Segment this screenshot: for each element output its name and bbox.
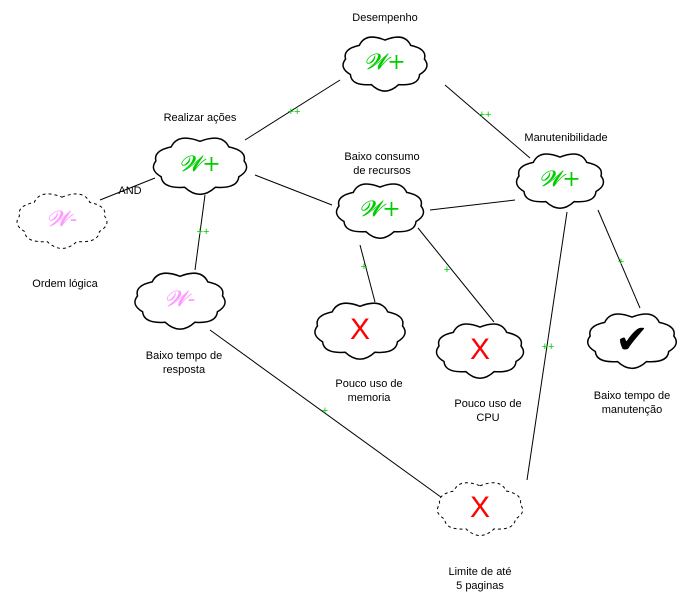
softgoal-label-line: Baixo tempo de [594, 390, 670, 402]
link-layer: ++++AND++++++++ [99, 79, 641, 501]
softgoal-label-line: manutenção [602, 404, 663, 416]
softgoal-cloud [436, 482, 524, 536]
weakly-satisfied-mark: 𝓦+ [179, 152, 221, 177]
checkmark-icon: ✔ [615, 317, 649, 363]
softgoal-memoria: X Pouco uso de memoria [314, 302, 406, 404]
link-realizar-to-recursos [254, 174, 333, 206]
link-cpu-to-recursos [417, 227, 495, 323]
denied-x-icon: X [350, 313, 370, 346]
softgoal-cloud [314, 302, 406, 360]
weakly-satisfied-mark: 𝓦+ [539, 167, 581, 192]
softgoal-label-line: Pouco uso de [335, 378, 402, 390]
softgoal-cloud [16, 193, 108, 249]
link-tempo-to-realizar [194, 194, 206, 271]
softgoal-label-line: memoria [348, 392, 392, 404]
softgoal-realizar: 𝓦+ Realizar ações [152, 112, 248, 196]
softgoal-desempenho: 𝓦+ Desempenho [342, 12, 428, 92]
softgoal-label: Ordem lógica [32, 278, 98, 290]
softgoal-label-line: Pouco uso de [454, 398, 521, 410]
link-tempo-to-limite [209, 329, 446, 501]
softgoal-label: Desempenho [352, 12, 417, 24]
softgoal-label-line: Baixo consumo [344, 151, 419, 163]
softgoal-manutencao: ✔ Baixo tempo de manutenção [586, 313, 678, 416]
contribution-label: ++ [288, 106, 301, 118]
weakly-denied-mark: 𝓦- [47, 207, 78, 232]
contribution-label: ++ [479, 109, 492, 121]
and-decomposition-label: AND [118, 185, 141, 197]
softgoal-label-line: 5 paginas [456, 580, 504, 592]
contribution-label: + [444, 264, 450, 276]
denied-x-icon: X [470, 491, 490, 524]
contribution-label: ++ [197, 226, 210, 238]
contribution-label: + [618, 256, 624, 268]
contribution-label: + [361, 261, 367, 273]
link-realizar-to-desempenho [244, 79, 341, 141]
weakly-satisfied-mark: 𝓦+ [364, 50, 406, 75]
softgoal-ordem: 𝓦- Ordem lógica [16, 193, 108, 290]
denied-x-icon: X [470, 333, 490, 366]
contribution-label: + [322, 405, 328, 417]
weakly-satisfied-mark: 𝓦+ [359, 197, 401, 222]
contribution-label: ++ [542, 341, 555, 353]
softgoal-label-line: resposta [163, 364, 206, 376]
softgoal-limite: X Limite de até 5 paginas [436, 482, 524, 592]
softgoal-cloud [435, 323, 525, 379]
softgoal-cpu: X Pouco uso de CPU [435, 323, 525, 424]
link-limite-to-manut [526, 211, 568, 481]
link-ordem-to-realizar [99, 177, 156, 201]
link-recursos-to-manut [429, 199, 516, 211]
softgoal-manut: 𝓦+ Manutenibilidade [515, 132, 608, 209]
softgoal-cloud [134, 272, 226, 330]
link-memoria-to-recursos [359, 244, 376, 303]
softgoal-label: Manutenibilidade [524, 132, 607, 144]
softgoal-cloud [515, 153, 605, 209]
softgoal-label-line: CPU [476, 412, 499, 424]
link-desempenho-to-manut [444, 84, 531, 159]
softgoal-label: Realizar ações [164, 112, 237, 124]
softgoal-cloud [152, 137, 248, 196]
softgoal-cloud [335, 183, 425, 239]
softgoal-cloud [586, 313, 678, 370]
softgoal-label-line: de recursos [353, 165, 411, 177]
weakly-denied-mark: 𝓦- [165, 287, 196, 312]
link-manutencao-to-manut [597, 209, 641, 309]
softgoal-recursos: 𝓦+ Baixo consumo de recursos [335, 151, 425, 239]
softgoal-cloud [342, 36, 428, 92]
softgoal-label-line: Limite de até [449, 566, 512, 578]
softgoal-tempo: 𝓦- Baixo tempo de resposta [134, 272, 226, 376]
softgoal-label-line: Baixo tempo de [146, 350, 222, 362]
